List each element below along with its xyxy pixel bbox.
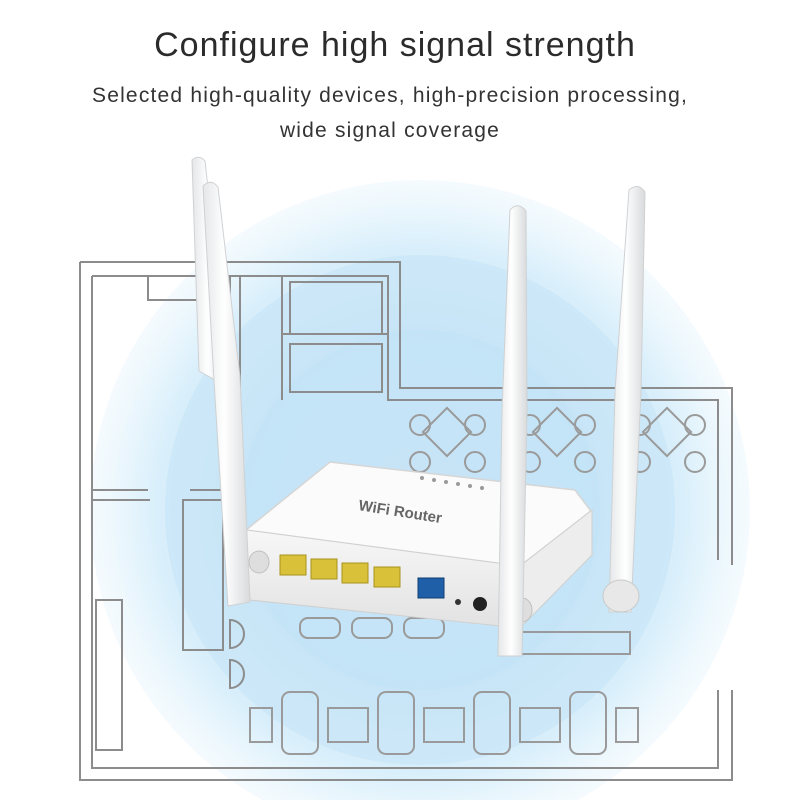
subtitle-line-1: Selected high-quality devices, high-prec… xyxy=(91,84,689,107)
power-jack xyxy=(473,597,487,611)
lan-ports xyxy=(279,554,401,588)
antenna-front-right xyxy=(497,205,528,657)
header: Configure high signal strength Selected … xyxy=(0,0,800,160)
subtitle-line-2: wide signal coverage xyxy=(279,119,501,142)
antenna-back-right xyxy=(602,186,646,613)
wan-port xyxy=(417,577,445,599)
page-title: Configure high signal strength xyxy=(154,26,636,64)
reset-button xyxy=(455,599,461,605)
antenna-front-left xyxy=(202,181,251,607)
